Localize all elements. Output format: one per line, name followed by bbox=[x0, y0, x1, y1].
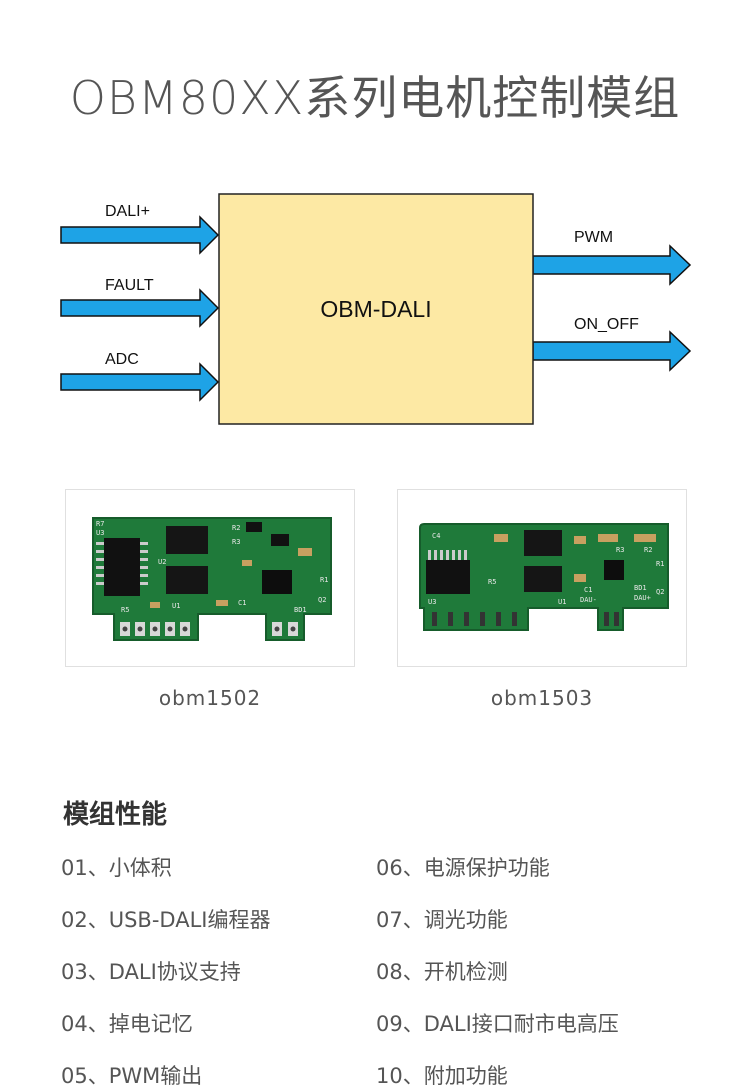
input-arrow-adc bbox=[60, 362, 220, 402]
pcb-label: Q2 bbox=[656, 588, 664, 596]
pcb-label: BD1 bbox=[634, 584, 647, 592]
pcb-label: Q2 bbox=[318, 596, 326, 604]
pcb-label: U3 bbox=[428, 598, 436, 606]
pcb-label: DAU- bbox=[580, 596, 597, 604]
feature-item: 09、DALI接口耐市电高压 bbox=[376, 1012, 619, 1036]
module-block bbox=[218, 193, 534, 425]
block-diagram: OBM-DALI DALI+ FAULT ADC PWM ON_OFF bbox=[60, 193, 692, 425]
feature-item: 05、PWM输出 bbox=[61, 1064, 203, 1088]
input-label-fault: FAULT bbox=[105, 277, 154, 294]
feature-item: 01、小体积 bbox=[61, 856, 172, 880]
pcb-label: R2 bbox=[644, 546, 652, 554]
feature-item: 07、调光功能 bbox=[376, 908, 508, 932]
pcb-label: DAU+ bbox=[634, 594, 651, 602]
output-arrow-pwm bbox=[532, 244, 692, 286]
pcb-label: BD1 bbox=[294, 606, 307, 614]
page-title: OBM80XX系列电机控制模组 bbox=[69, 71, 681, 125]
output-label-onoff: ON_OFF bbox=[574, 316, 639, 333]
product-photo-obm1502: R7 U3 U2 R3 R2 C1 R5 U1 BD1 Q2 R1 bbox=[65, 489, 355, 667]
pcb-label: R7 bbox=[96, 520, 104, 528]
feature-item: 02、USB-DALI编程器 bbox=[61, 908, 271, 932]
pcb-label: R3 bbox=[232, 538, 240, 546]
pcb-label: U1 bbox=[172, 602, 180, 610]
output-arrow-onoff bbox=[532, 330, 692, 372]
pcb-label: U1 bbox=[558, 598, 566, 606]
product-caption-obm1502: obm1502 bbox=[158, 686, 262, 710]
pcb-label: R1 bbox=[320, 576, 328, 584]
input-arrow-fault bbox=[60, 288, 220, 328]
input-arrow-dali bbox=[60, 215, 220, 255]
feature-item: 03、DALI协议支持 bbox=[61, 960, 241, 984]
pcb-label: C4 bbox=[432, 532, 440, 540]
input-label-dali: DALI+ bbox=[105, 203, 150, 220]
pcb-label: U2 bbox=[158, 558, 166, 566]
feature-item: 04、掉电记忆 bbox=[61, 1012, 193, 1036]
pcb-label: C1 bbox=[238, 599, 246, 607]
input-label-adc: ADC bbox=[105, 351, 139, 368]
pcb-label: R1 bbox=[656, 560, 664, 568]
feature-item: 08、开机检测 bbox=[376, 960, 508, 984]
features-title: 模组性能 bbox=[63, 800, 168, 830]
pcb-label: C1 bbox=[584, 586, 592, 594]
pcb-label: R5 bbox=[488, 578, 496, 586]
pcb-label: R2 bbox=[232, 524, 240, 532]
module-block-label: OBM-DALI bbox=[320, 296, 431, 322]
pcb-image-obm1502: R7 U3 U2 R3 R2 C1 R5 U1 BD1 Q2 R1 bbox=[92, 517, 332, 641]
feature-item: 06、电源保护功能 bbox=[376, 856, 550, 880]
feature-item: 10、附加功能 bbox=[376, 1064, 508, 1088]
pcb-label: R5 bbox=[121, 606, 129, 614]
pcb-image-obm1503: C4 R3 R2 R5 U3 U1 C1 DAU- BD1 DAU+ Q2 R1 bbox=[419, 523, 669, 631]
pcb-label: U3 bbox=[96, 529, 104, 537]
output-label-pwm: PWM bbox=[574, 229, 613, 246]
product-caption-obm1503: obm1503 bbox=[490, 686, 594, 710]
pcb-label: R3 bbox=[616, 546, 624, 554]
product-photo-obm1503: C4 R3 R2 R5 U3 U1 C1 DAU- BD1 DAU+ Q2 R1 bbox=[397, 489, 687, 667]
